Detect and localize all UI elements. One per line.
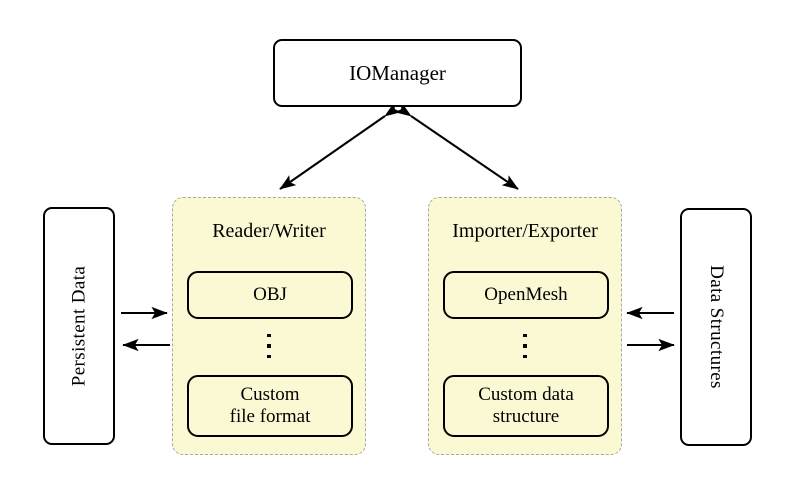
- reader-writer-ellipsis-icon: [173, 324, 365, 368]
- connector-iomanager-importer-exporter: [394, 102, 519, 190]
- leaf-custom-file-format[interactable]: Custom file format: [187, 375, 353, 437]
- leaf-obj-label: OBJ: [253, 283, 287, 305]
- connector-iomanager-reader-writer: [279, 102, 402, 190]
- group-reader-writer[interactable]: Reader/Writer OBJ Custom file format: [172, 197, 366, 455]
- node-iomanager-label: IOManager: [349, 60, 446, 85]
- node-persistent-data[interactable]: Persistent Data: [43, 207, 115, 445]
- leaf-obj[interactable]: OBJ: [187, 271, 353, 319]
- node-iomanager[interactable]: IOManager: [273, 39, 522, 107]
- importer-exporter-ellipsis-icon: [429, 324, 621, 368]
- leaf-custom-data-structure-label: Custom data structure: [478, 384, 574, 429]
- leaf-custom-file-format-line1: Custom: [240, 383, 300, 405]
- leaf-openmesh[interactable]: OpenMesh: [443, 271, 609, 319]
- leaf-openmesh-label: OpenMesh: [484, 283, 568, 305]
- leaf-custom-data-structure-line1: Custom data: [478, 383, 574, 405]
- leaf-custom-data-structure[interactable]: Custom data structure: [443, 375, 609, 437]
- group-importer-exporter[interactable]: Importer/Exporter OpenMesh Custom data s…: [428, 197, 622, 455]
- group-reader-writer-title: Reader/Writer: [212, 220, 326, 242]
- node-data-structures[interactable]: Data Structures: [680, 208, 752, 446]
- node-data-structures-label: Data Structures: [706, 265, 727, 389]
- leaf-custom-file-format-label: Custom file format: [230, 384, 311, 429]
- leaf-custom-file-format-line2: file format: [229, 406, 311, 427]
- node-persistent-data-label: Persistent Data: [68, 265, 90, 387]
- leaf-custom-data-structure-line2: structure: [492, 406, 560, 427]
- group-importer-exporter-title: Importer/Exporter: [452, 220, 598, 242]
